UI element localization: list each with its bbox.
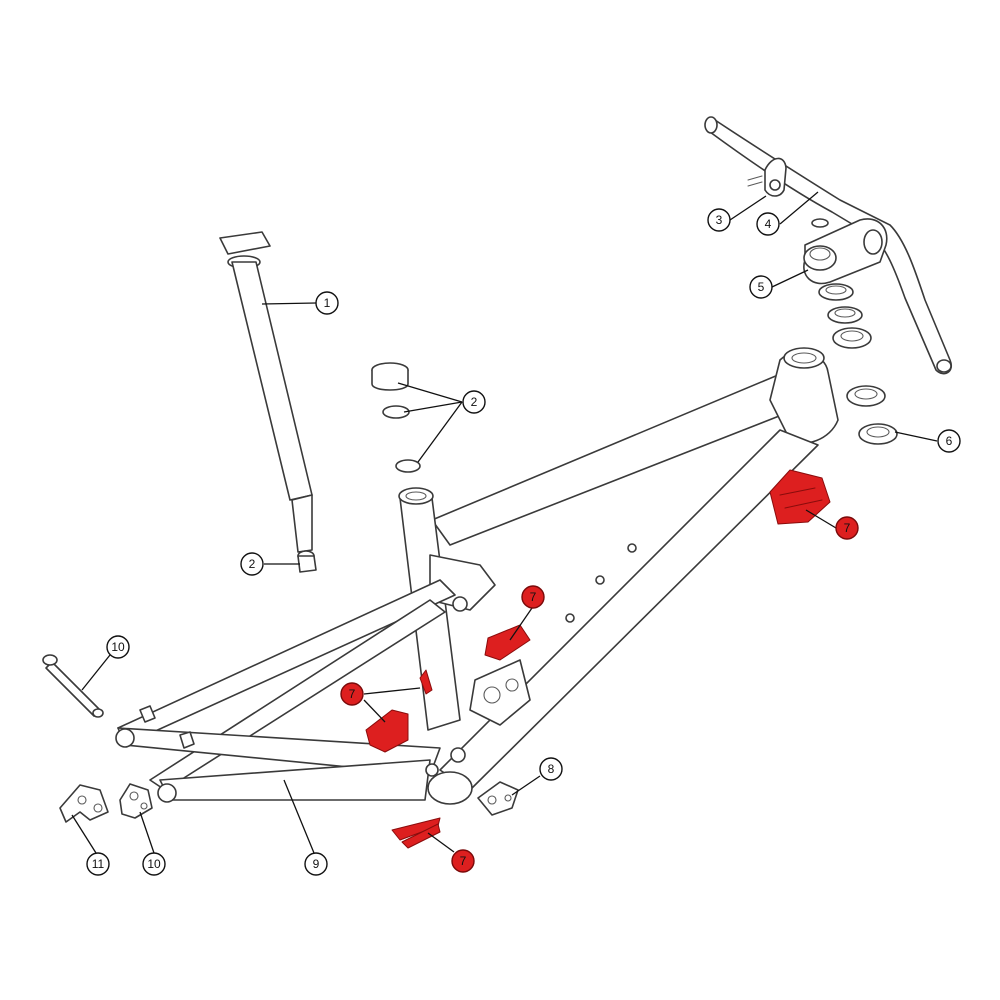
callout-2-seatpost-label: 2 [249, 557, 256, 571]
callout-7-chainstay: 7 [451, 849, 475, 873]
callout-2-seat-clamp-label: 2 [471, 395, 478, 409]
callout-11: 11 [86, 852, 110, 876]
frame-protector-downtube [484, 624, 531, 661]
callout-10-axle-label: 10 [111, 640, 125, 654]
thru-axle [42, 654, 104, 718]
seat-clamp-parts [371, 362, 421, 473]
handlebar [704, 116, 952, 375]
frame-protector-chainstay [391, 817, 441, 849]
stem [803, 218, 888, 285]
callout-7-downtube: 7 [521, 585, 545, 609]
callout-3: 3 [707, 208, 731, 232]
frame-protector-seattube [365, 669, 433, 753]
callout-8-label: 8 [548, 762, 555, 776]
callout-4-label: 4 [765, 217, 772, 231]
callout-10-hanger-label: 10 [147, 857, 161, 871]
seatpost [219, 231, 317, 573]
callout-5: 5 [749, 275, 773, 299]
derailleur-hanger-10 [119, 783, 153, 819]
callout-4: 4 [756, 212, 780, 236]
callout-10-hanger: 10 [142, 852, 166, 876]
callout-1-label: 1 [324, 296, 331, 310]
callout-9: 9 [304, 852, 328, 876]
cable-clip [747, 157, 787, 197]
callout-11-label: 11 [92, 857, 105, 871]
headset-lower-parts [846, 385, 898, 445]
headset-upper-parts [818, 283, 872, 349]
callout-2-seat-clamp: 2 [462, 390, 486, 414]
derailleur-hanger-11 [59, 784, 109, 823]
callout-2-seatpost: 2 [240, 552, 264, 576]
callout-7-seattube: 7 [340, 682, 364, 706]
frame-protector-headtube [769, 469, 831, 525]
callout-5-label: 5 [758, 280, 765, 294]
callout-3-label: 3 [716, 213, 723, 227]
callout-7-headtube: 7 [835, 516, 859, 540]
callout-8: 8 [539, 757, 563, 781]
callout-1: 1 [315, 291, 339, 315]
callout-10-axle: 10 [106, 635, 130, 659]
callout-7-seattube-label: 7 [349, 687, 356, 701]
callout-7-headtube-label: 7 [844, 521, 851, 535]
callout-7-chainstay-label: 7 [460, 854, 467, 868]
callout-6-label: 6 [946, 434, 953, 448]
frame [115, 347, 839, 805]
callout-6: 6 [937, 429, 961, 453]
callout-7-downtube-label: 7 [530, 590, 537, 604]
callout-9-label: 9 [313, 857, 320, 871]
chain-guide-mount [477, 781, 519, 816]
leader-lines [71, 191, 938, 854]
